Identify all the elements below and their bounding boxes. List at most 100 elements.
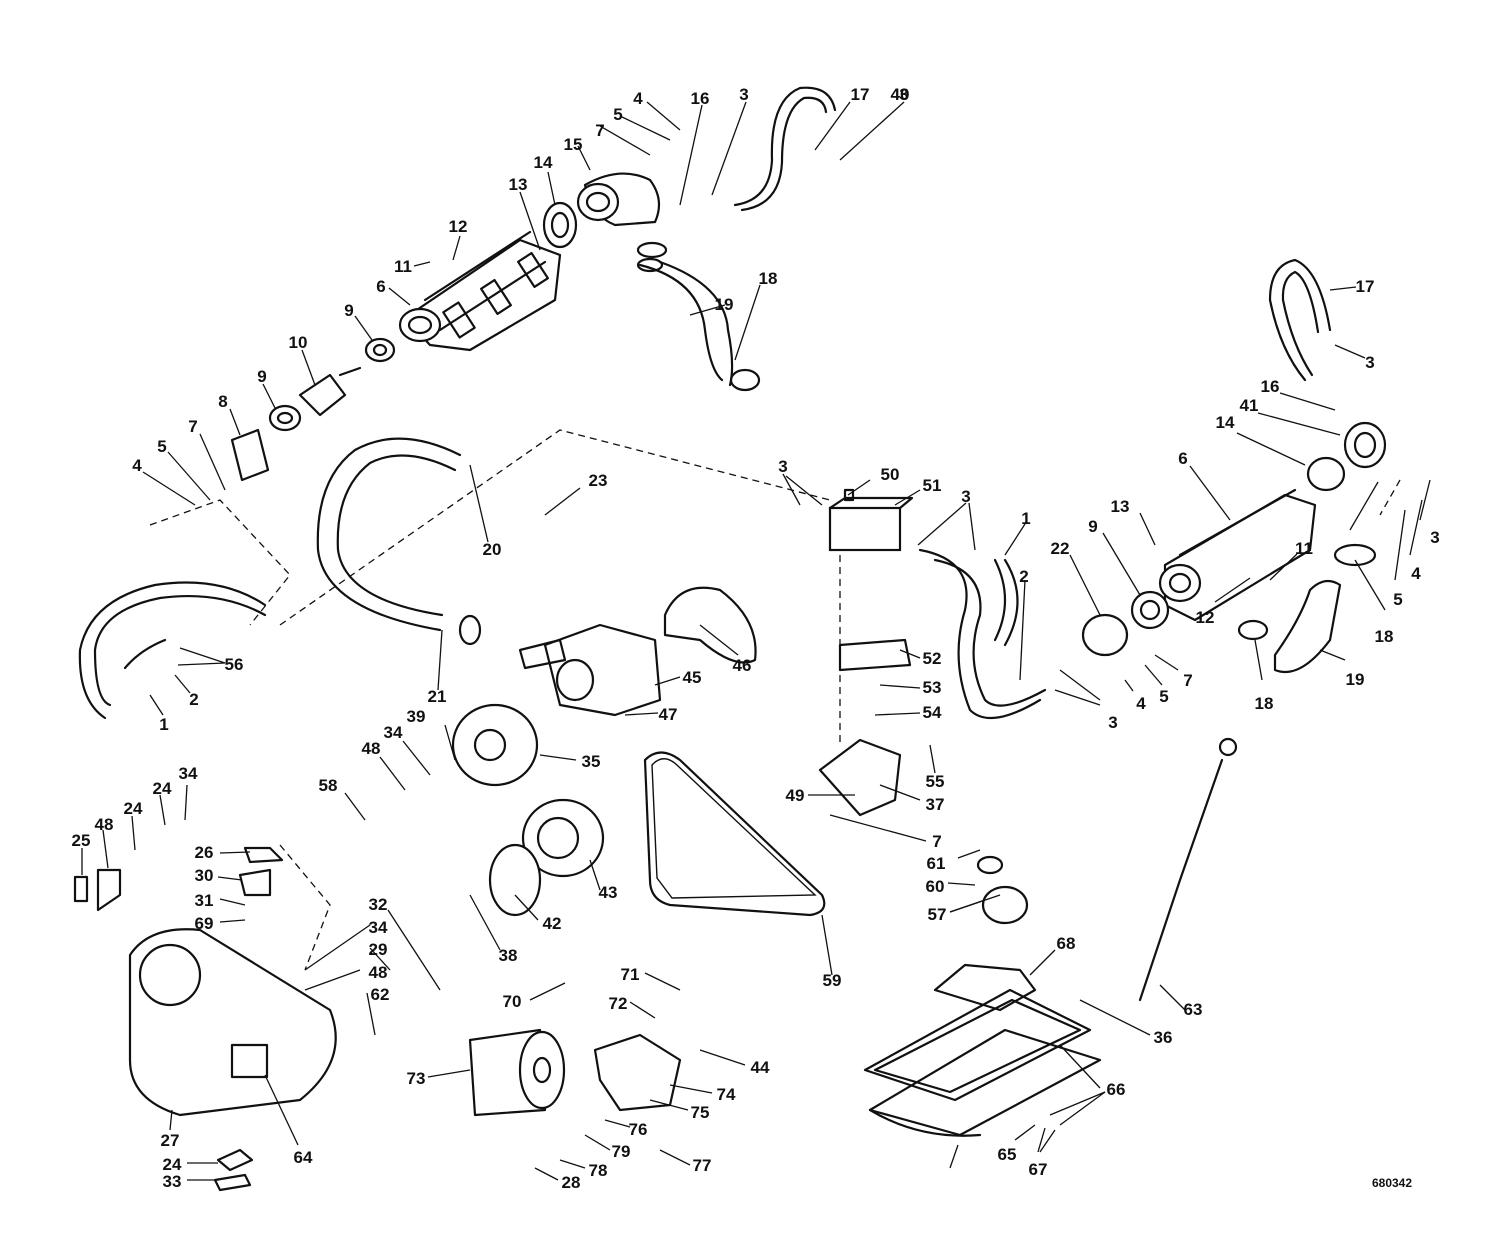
callout-37: 49 (786, 786, 805, 805)
callout-44: 73 (407, 1069, 426, 1088)
callout-1: 1 (1021, 509, 1030, 528)
right-hoses (1237, 258, 1377, 674)
left-exhaust-manifold (398, 230, 562, 352)
callout-57: 68 (1057, 934, 1076, 953)
callout-11: 11 (1295, 539, 1313, 558)
callout-38: 59 (823, 971, 842, 990)
callout-4: 4 (633, 89, 643, 108)
callout-75: 76 (629, 1120, 648, 1139)
callout-23: 23 (589, 471, 608, 490)
callout-42: 38 (499, 946, 518, 965)
callout-63: 36 (1154, 1028, 1173, 1047)
callout-45: 45 (683, 668, 702, 687)
callout-47: 47 (659, 705, 678, 724)
callout-7: 7 (188, 417, 197, 436)
thermostat-block (818, 638, 912, 817)
callout-46: 46 (733, 656, 752, 675)
callout-66: 65 (998, 1145, 1017, 1164)
callout-20: 20 (483, 540, 502, 559)
callout-48: 24 (124, 799, 143, 818)
callout-72: 44 (751, 1058, 770, 1077)
water-pump (518, 623, 662, 717)
callout-9: 9 (257, 367, 266, 386)
callout-30: 31 (195, 891, 214, 910)
callout-32: 34 (369, 918, 388, 937)
callout-13: 13 (509, 175, 528, 194)
callout-73: 74 (717, 1085, 736, 1104)
callout-14: 14 (1216, 413, 1235, 432)
callout-3: 3 (899, 85, 908, 104)
callout-13: 13 (1111, 497, 1130, 516)
callout-40: 39 (407, 707, 426, 726)
callout-25: 48 (95, 815, 114, 834)
callout-34: 24 (153, 779, 172, 798)
callout-3: 3 (1108, 713, 1117, 732)
callout-65: 67 (1029, 1160, 1048, 1179)
callout-64: 66 (1107, 1080, 1126, 1099)
callout-62: 70 (503, 992, 522, 1011)
callout-55: 37 (926, 795, 945, 814)
callout-11: 11 (394, 257, 412, 276)
callout-59: 61 (927, 854, 946, 873)
callout-68: 63 (1184, 1000, 1203, 1019)
callout-6: 6 (1178, 449, 1187, 468)
callout-35: 34 (179, 764, 198, 783)
callout-51: 51 (923, 476, 942, 495)
oil-pump (593, 1033, 682, 1112)
callout-33: 64 (294, 1148, 313, 1167)
callout-3: 40 (891, 85, 910, 104)
callout-4: 4 (1136, 694, 1146, 713)
left-hose-1 (78, 581, 267, 720)
callout-77: 78 (589, 1161, 608, 1180)
callout-9: 9 (1088, 517, 1097, 536)
callout-34: 29 (369, 940, 388, 959)
left-hoses (636, 86, 837, 392)
callout-15: 15 (564, 135, 583, 154)
pulleys (451, 703, 605, 917)
callout-28: 27 (161, 1131, 180, 1150)
callout-1: 1 (159, 715, 168, 734)
water-manifold-block (828, 488, 914, 552)
callout-76: 79 (612, 1142, 631, 1161)
callout-4: 4 (132, 456, 142, 475)
callout-2: 2 (189, 690, 198, 709)
callout-8: 8 (218, 392, 227, 411)
callout-6: 6 (376, 277, 385, 296)
callout-18: 18 (1255, 694, 1274, 713)
callout-52: 52 (923, 649, 942, 668)
callout-5: 5 (157, 437, 166, 456)
callout-18: 18 (759, 269, 778, 288)
callout-9: 9 (344, 301, 353, 320)
callout-27: 24 (163, 1155, 182, 1174)
drive-belt (643, 751, 826, 917)
callout-4: 3 (1430, 528, 1439, 547)
callout-50: 50 (881, 465, 900, 484)
parts-artwork (73, 86, 1401, 1192)
callout-54: 54 (923, 703, 942, 722)
left-thermostat-housing (230, 366, 362, 482)
callout-29: 48 (369, 963, 388, 982)
large-bypass-hose (316, 437, 482, 646)
callout-7: 7 (1183, 671, 1192, 690)
dipstick (1138, 737, 1238, 1002)
oil-fill-cap (976, 855, 1029, 925)
callout-60: 57 (928, 905, 947, 924)
callout-71: 72 (609, 994, 628, 1013)
callout-69: 43 (599, 883, 618, 902)
assembly-line-4 (279, 844, 331, 971)
callout-10: 10 (289, 333, 308, 352)
callout-70: 71 (621, 965, 640, 984)
callout-31: 69 (195, 914, 214, 933)
callout-43: 42 (543, 914, 562, 933)
callout-14: 14 (534, 153, 553, 172)
callout-41: 41 (1240, 396, 1259, 415)
callout-34: 48 (362, 739, 381, 758)
callout-3: 3 (961, 487, 970, 506)
water-pump-gasket (663, 586, 757, 664)
left-gaskets (268, 201, 578, 432)
callout-24: 25 (72, 831, 91, 850)
assembly-line-5 (1379, 479, 1401, 516)
oil-pan-gasket (933, 963, 1037, 1012)
callout-7: 7 (595, 121, 604, 140)
callout-3: 3 (778, 457, 787, 476)
